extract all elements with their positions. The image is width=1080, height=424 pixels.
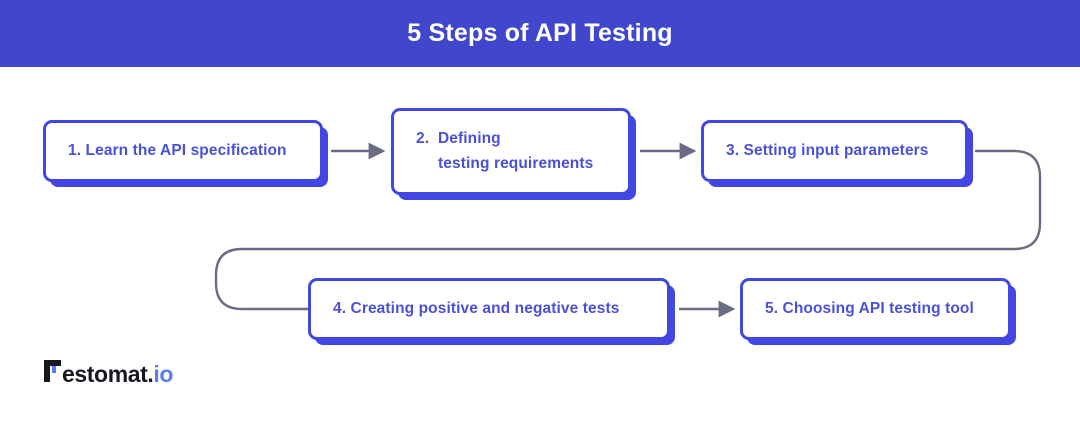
step-2-label: 2. Defining testing requirements — [416, 130, 594, 172]
step-box-2[interactable]: 2. Defining testing requirements — [391, 108, 631, 195]
page-title: 5 Steps of API Testing — [407, 19, 673, 47]
logo-wordmark: estomat. — [62, 361, 154, 387]
step-1-label: 1. Learn the API specification — [68, 141, 287, 159]
testomat-logo[interactable]: estomat. io — [44, 360, 173, 388]
logo-suffix: io — [153, 361, 174, 387]
flowchart: 1. Learn the API specification 2. Defini… — [0, 67, 1080, 424]
connector-3-to-4 — [214, 149, 1042, 311]
step-3-label: 3. Setting input parameters — [726, 141, 929, 159]
step-5-label: 5. Choosing API testing tool — [765, 299, 974, 317]
step-4-label: 4. Creating positive and negative tests — [333, 299, 620, 317]
step-box-5[interactable]: 5. Choosing API testing tool — [740, 278, 1011, 340]
header-band: 5 Steps of API Testing — [0, 0, 1080, 67]
step-box-3[interactable]: 3. Setting input parameters — [701, 120, 968, 182]
step-box-4[interactable]: 4. Creating positive and negative tests — [308, 278, 670, 340]
step-box-1[interactable]: 1. Learn the API specification — [43, 120, 323, 182]
logo-t-mark-icon — [44, 360, 61, 382]
connector-layer — [214, 142, 1042, 318]
